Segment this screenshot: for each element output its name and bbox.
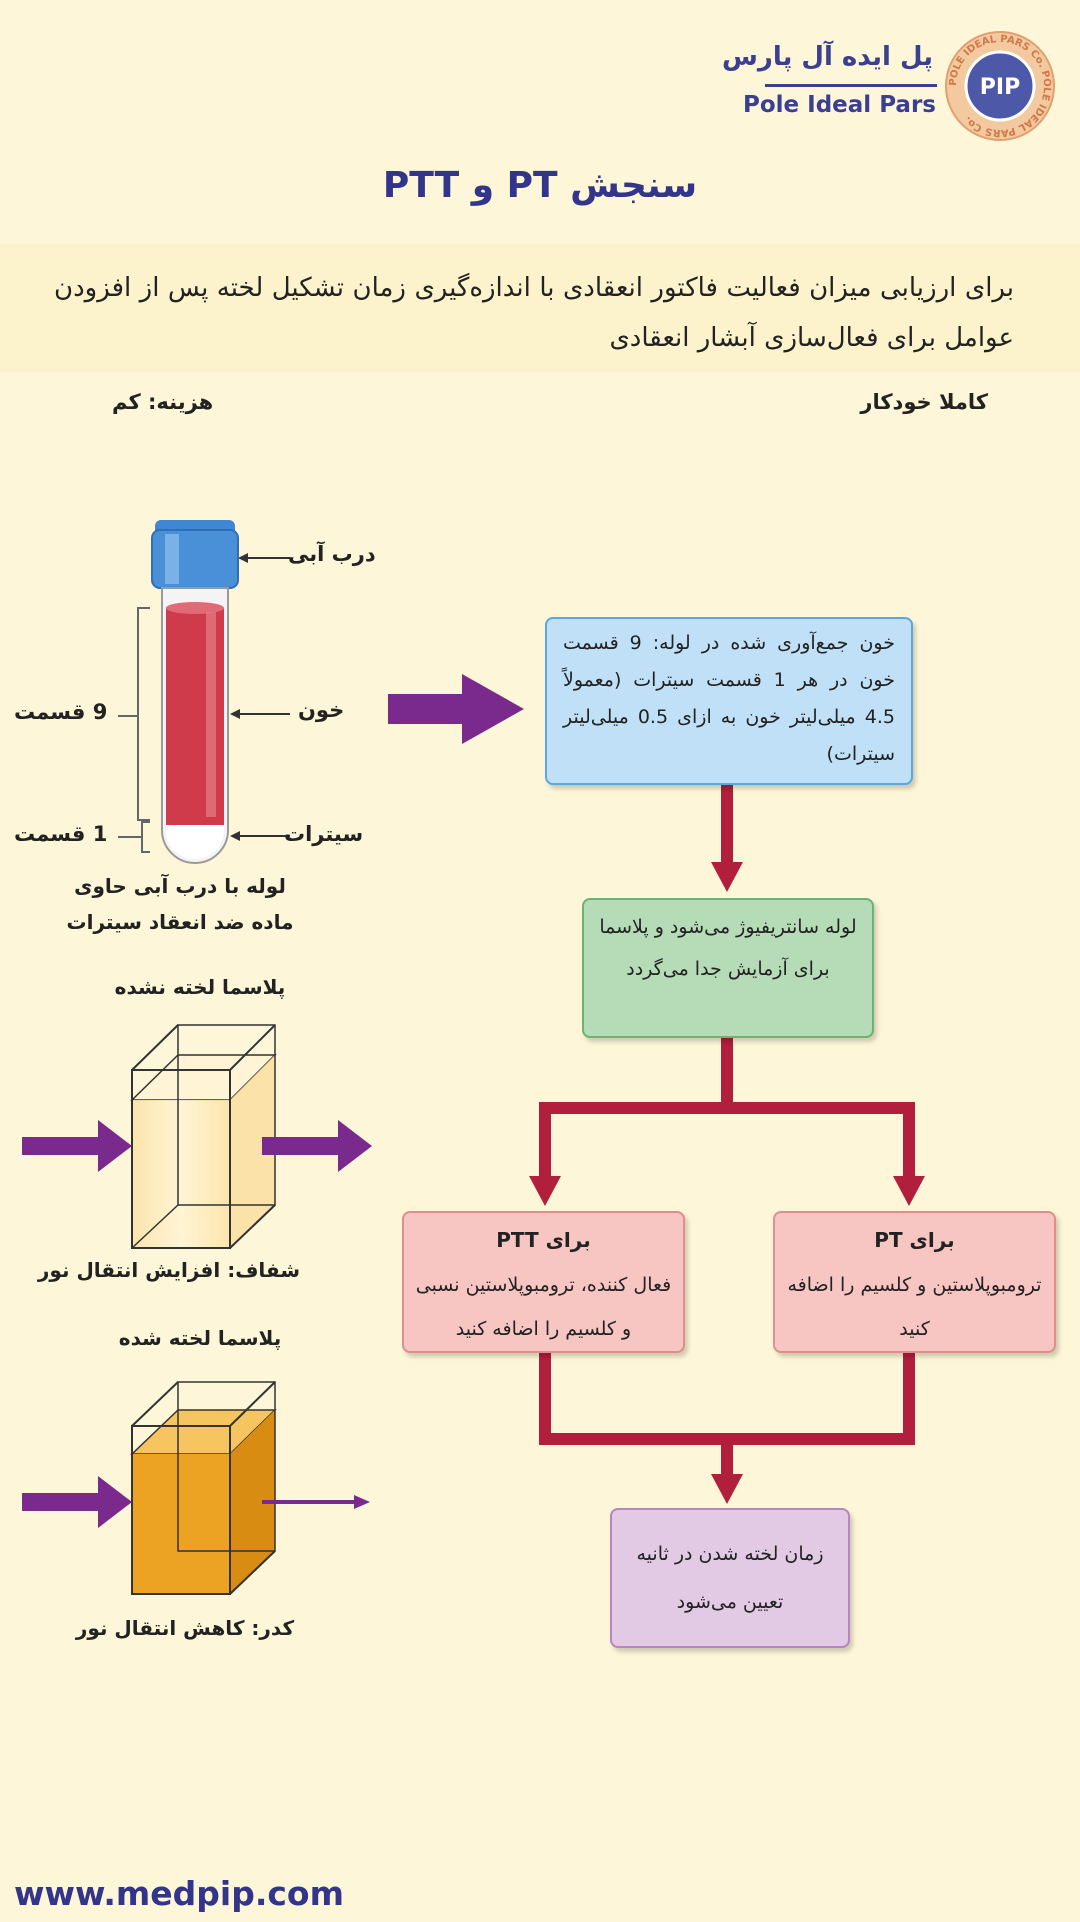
tube-citrate [166,825,224,859]
citrate-label: سیترات [284,822,364,846]
result-box: زمان لخته شدن در ثانیه تعیین می‌شود [610,1508,850,1648]
automation-label: کاملا خودکار [860,390,988,414]
weak-transmitted-light-arrow-icon [262,1495,370,1509]
ptt-body: فعال کننده، ترومبوپلاستین نسبی و کلسیم ر… [415,1274,672,1340]
cost-label: هزینه: کم [112,390,214,414]
clotted-plasma-title: پلاسما لخته شده [118,1326,282,1350]
tube-caption-line2: ماده ضد انعقاد سیترات [66,910,294,934]
logo-text-english: Pole Ideal Pars [743,92,936,118]
clear-cuvette-illustration [22,1024,372,1249]
tube-caption-line1: لوله با درب آبی حاوی [74,874,286,898]
logo-text-persian: پل ایده آل پارس [721,42,933,72]
transmitted-light-arrow-icon [262,1120,372,1172]
logo-divider [765,84,937,87]
incident-light-arrow-icon [22,1476,132,1528]
description-band [0,244,1080,372]
parts-1-label: 1 قسمت [14,822,108,846]
turbid-caption: کدر: کاهش انتقال نور [75,1616,295,1640]
tube-to-box-arrow-icon [388,674,524,744]
unclotted-plasma-title: پلاسما لخته نشده [114,975,286,999]
logo-monogram: PIP [980,75,1020,100]
test-tube-illustration [118,520,290,864]
parts-9-label: 9 قسمت [14,700,108,724]
website-link[interactable]: www.medpip.com [14,1874,344,1913]
ptt-box: برای PTT فعال کننده، ترومبوپلاستین نسبی … [402,1211,685,1353]
centrifuge-box: لوله سانتریفیوژ می‌شود و پلاسما برای آزم… [582,898,874,1038]
page-title: سنجش PT و PTT [382,165,698,206]
pt-box: برای PT ترومبوپلاستین و کلسیم را اضافه ک… [773,1211,1056,1353]
pt-body: ترومبوپلاستین و کلسیم را اضافه کنید [787,1274,1042,1340]
description-text: برای ارزیابی میزان فعالیت فاکتور انعقادی… [54,273,1014,353]
cap-label: درب آبی [288,542,376,566]
turbid-cuvette-illustration [22,1381,370,1595]
blood-label: خون [298,698,345,722]
incident-light-arrow-icon [22,1120,132,1172]
clear-caption: شفاف: افزایش انتقال نور [37,1258,300,1282]
blood-collection-box: خون جمع‌آوری شده در لوله: 9 قسمت خون در … [545,617,913,785]
logo-mark: POLE IDEAL PARS Co. POLE IDEAL PARS Co. … [945,31,1055,141]
ptt-heading: برای PTT [496,1228,591,1252]
pt-heading: برای PT [874,1228,955,1252]
